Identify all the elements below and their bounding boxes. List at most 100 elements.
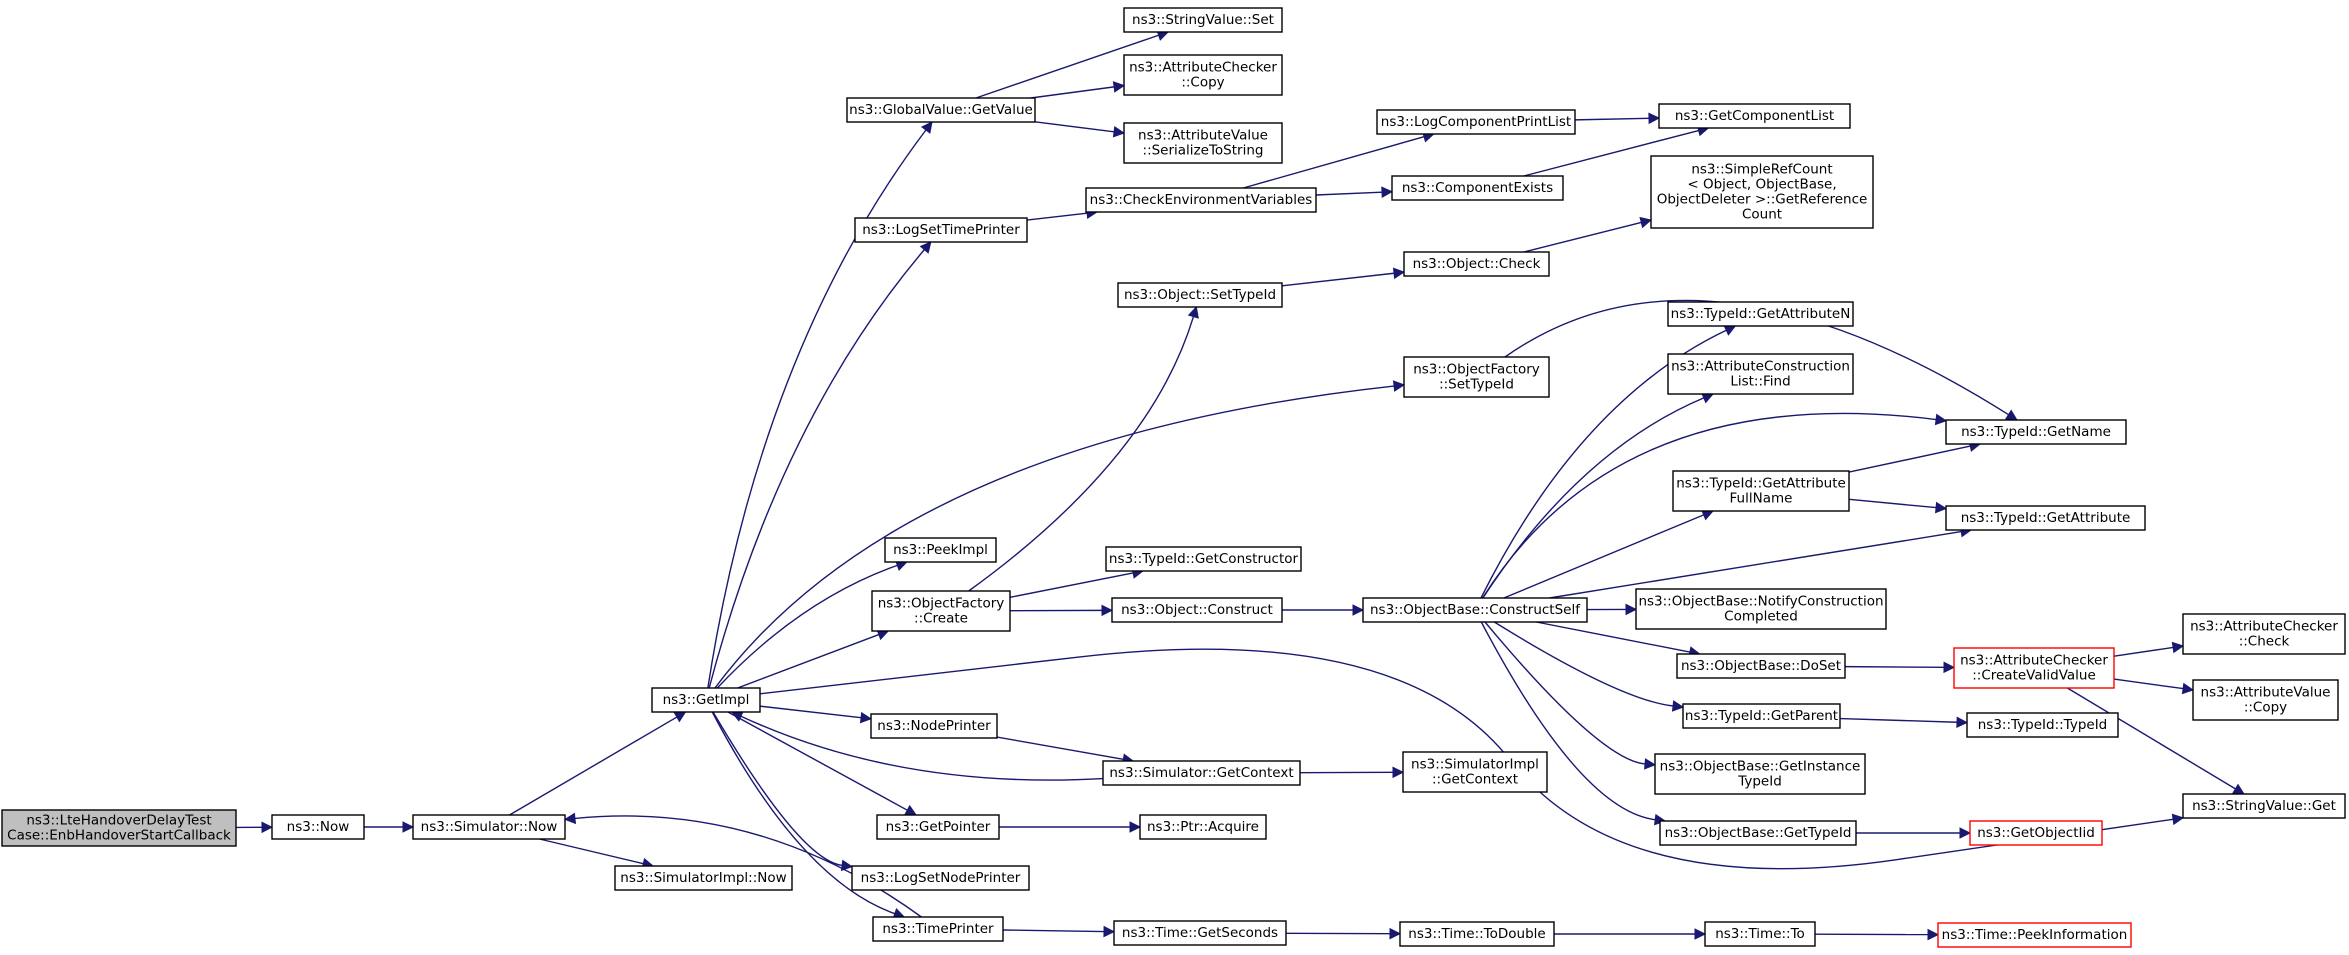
node-simnow[interactable]: ns3::Simulator::Now — [412, 814, 566, 840]
node-time_peekinfo[interactable]: ns3::Time::PeekInformation — [1937, 922, 2132, 948]
node-typeid_getname[interactable]: ns3::TypeId::GetName — [1945, 419, 2127, 445]
node-box[interactable] — [1966, 712, 2119, 738]
node-box[interactable] — [1403, 251, 1550, 277]
node-root[interactable]: ns3::LteHandoverDelayTestCase::EnbHandov… — [1, 809, 237, 847]
node-box[interactable] — [1113, 920, 1287, 946]
node-gv_getvalue[interactable]: ns3::GlobalValue::GetValue — [846, 97, 1036, 123]
node-getobjectiid[interactable]: ns3::GetObjectIid — [1969, 820, 2103, 846]
node-box[interactable] — [1945, 419, 2127, 445]
node-box[interactable] — [1654, 753, 1866, 795]
node-objbase_constructself[interactable]: ns3::ObjectBase::ConstructSelf — [1362, 597, 1588, 623]
node-simplerefcount[interactable]: ns3::SimpleRefCount< Object, ObjectBase,… — [1650, 155, 1874, 229]
node-box[interactable] — [1102, 760, 1301, 786]
node-box[interactable] — [1659, 820, 1857, 846]
node-time_getseconds[interactable]: ns3::Time::GetSeconds — [1113, 920, 1287, 946]
node-box[interactable] — [614, 865, 793, 891]
node-box[interactable] — [1123, 7, 1283, 33]
node-box[interactable] — [1650, 155, 1874, 229]
node-typeid_getattrn[interactable]: ns3::TypeId::GetAttributeN — [1667, 301, 1854, 327]
node-attrchecker_check[interactable]: ns3::AttributeChecker::Check — [2182, 613, 2346, 655]
node-getimpl[interactable]: ns3::GetImpl — [651, 687, 761, 713]
node-logsettimeprinter[interactable]: ns3::LogSetTimePrinter — [854, 217, 1028, 243]
node-getcomplist[interactable]: ns3::GetComponentList — [1658, 103, 1851, 129]
node-box[interactable] — [846, 97, 1036, 123]
node-box[interactable] — [1111, 597, 1283, 623]
node-simimpl_getcontext[interactable]: ns3::SimulatorImpl::GetContext — [1402, 751, 1548, 793]
node-box[interactable] — [651, 687, 761, 713]
node-box[interactable] — [1667, 353, 1854, 395]
node-typeid_getparent[interactable]: ns3::TypeId::GetParent — [1682, 703, 1841, 729]
node-box[interactable] — [1937, 922, 2132, 948]
node-box[interactable] — [871, 590, 1011, 632]
node-box[interactable] — [1969, 820, 2103, 846]
node-box[interactable] — [1945, 505, 2146, 531]
node-time_todouble[interactable]: ns3::Time::ToDouble — [1399, 921, 1555, 947]
node-box[interactable] — [1117, 282, 1283, 308]
node-box[interactable] — [876, 814, 1000, 840]
node-timeprinter[interactable]: ns3::TimePrinter — [872, 916, 1004, 942]
node-box[interactable] — [1676, 653, 1846, 679]
node-box[interactable] — [1, 809, 237, 847]
node-box[interactable] — [1672, 470, 1850, 512]
node-object_check[interactable]: ns3::Object::Check — [1403, 251, 1550, 277]
node-objfactory_settypeid[interactable]: ns3::ObjectFactory::SetTypeId — [1403, 356, 1550, 398]
node-box[interactable] — [1682, 703, 1841, 729]
node-objbase_gettypeid[interactable]: ns3::ObjectBase::GetTypeId — [1659, 820, 1857, 846]
node-box[interactable] — [851, 865, 1030, 891]
node-box[interactable] — [412, 814, 566, 840]
node-object_settypeid[interactable]: ns3::Object::SetTypeId — [1117, 282, 1283, 308]
node-stringvalue_set[interactable]: ns3::StringValue::Set — [1123, 7, 1283, 33]
node-box[interactable] — [2182, 793, 2346, 819]
node-logcompprintlist[interactable]: ns3::LogComponentPrintList — [1376, 109, 1576, 135]
node-box[interactable] — [854, 217, 1028, 243]
node-box[interactable] — [1123, 122, 1283, 164]
node-box[interactable] — [872, 916, 1004, 942]
node-box[interactable] — [1362, 597, 1588, 623]
node-objfactory_create[interactable]: ns3::ObjectFactory::Create — [871, 590, 1011, 632]
node-typeid_getconstructor[interactable]: ns3::TypeId::GetConstructor — [1105, 546, 1302, 572]
node-attrvalue_copy[interactable]: ns3::AttributeValue::Copy — [2192, 679, 2339, 721]
node-typeid_typeid[interactable]: ns3::TypeId::TypeId — [1966, 712, 2119, 738]
node-box[interactable] — [1376, 109, 1576, 135]
node-objbase_notify[interactable]: ns3::ObjectBase::NotifyConstructionCompl… — [1635, 588, 1887, 630]
node-checkenv[interactable]: ns3::CheckEnvironmentVariables — [1085, 187, 1317, 213]
node-attrvalue_serialize[interactable]: ns3::AttributeValue::SerializeToString — [1123, 122, 1283, 164]
node-box[interactable] — [1704, 921, 1816, 947]
node-box[interactable] — [1139, 814, 1267, 840]
node-logsetnodeprinter[interactable]: ns3::LogSetNodePrinter — [851, 865, 1030, 891]
node-box[interactable] — [1085, 187, 1317, 213]
node-compexists[interactable]: ns3::ComponentExists — [1391, 175, 1564, 201]
node-attrchecker_copy[interactable]: ns3::AttributeChecker::Copy — [1123, 54, 1283, 96]
node-box[interactable] — [1403, 356, 1550, 398]
node-objbase_doset[interactable]: ns3::ObjectBase::DoSet — [1676, 653, 1846, 679]
node-box[interactable] — [2182, 613, 2346, 655]
node-box[interactable] — [1105, 546, 1302, 572]
node-nodeprinter[interactable]: ns3::NodePrinter — [870, 713, 998, 739]
node-object_construct[interactable]: ns3::Object::Construct — [1111, 597, 1283, 623]
node-box[interactable] — [1635, 588, 1887, 630]
node-typeid_getattr[interactable]: ns3::TypeId::GetAttribute — [1945, 505, 2146, 531]
node-box[interactable] — [1953, 647, 2115, 689]
node-box[interactable] — [1123, 54, 1283, 96]
node-box[interactable] — [1391, 175, 1564, 201]
node-box[interactable] — [1658, 103, 1851, 129]
node-box[interactable] — [1399, 921, 1555, 947]
node-box[interactable] — [2192, 679, 2339, 721]
node-box[interactable] — [870, 713, 998, 739]
node-simimplnow[interactable]: ns3::SimulatorImpl::Now — [614, 865, 793, 891]
node-getpointer[interactable]: ns3::GetPointer — [876, 814, 1000, 840]
node-box[interactable] — [1667, 301, 1854, 327]
node-ptr_acquire[interactable]: ns3::Ptr::Acquire — [1139, 814, 1267, 840]
node-now[interactable]: ns3::Now — [271, 814, 365, 840]
node-stringvalue_get[interactable]: ns3::StringValue::Get — [2182, 793, 2346, 819]
node-attrchecker_createvalid[interactable]: ns3::AttributeChecker::CreateValidValue — [1953, 647, 2115, 689]
node-sim_getcontext[interactable]: ns3::Simulator::GetContext — [1102, 760, 1301, 786]
node-time_to[interactable]: ns3::Time::To — [1704, 921, 1816, 947]
node-box[interactable] — [271, 814, 365, 840]
node-box[interactable] — [1402, 751, 1548, 793]
node-peekimpl[interactable]: ns3::PeekImpl — [884, 537, 997, 563]
node-box[interactable] — [884, 537, 997, 563]
